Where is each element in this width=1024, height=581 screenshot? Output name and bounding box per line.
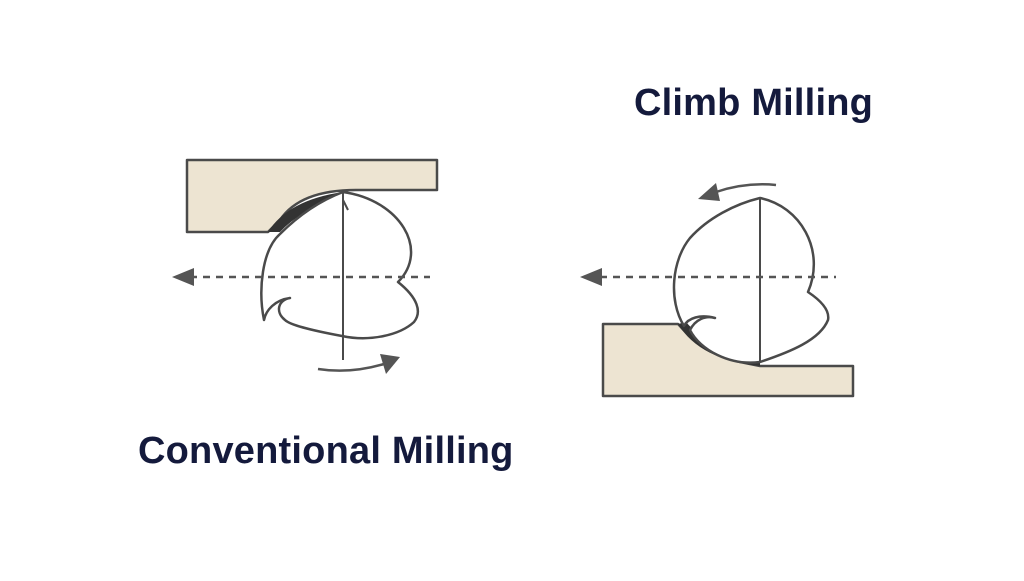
conventional-cutter-axis-step	[342, 199, 349, 211]
climb-milling-group	[580, 183, 855, 398]
conventional-feed-arrow-icon	[172, 268, 194, 286]
conventional-milling-title: Conventional Milling	[138, 430, 514, 472]
conventional-milling-group	[172, 158, 439, 374]
conventional-rotation-arrow-icon	[380, 354, 400, 374]
climb-rotation-path	[715, 183, 777, 194]
conventional-end-mill-icon	[260, 190, 419, 340]
climb-end-mill-icon	[672, 196, 830, 364]
climb-rotation-arrow-icon	[698, 183, 720, 201]
climb-milling-title: Climb Milling	[634, 82, 874, 124]
conventional-rotation-path	[317, 362, 385, 372]
climb-feed-arrow-icon	[580, 268, 602, 286]
